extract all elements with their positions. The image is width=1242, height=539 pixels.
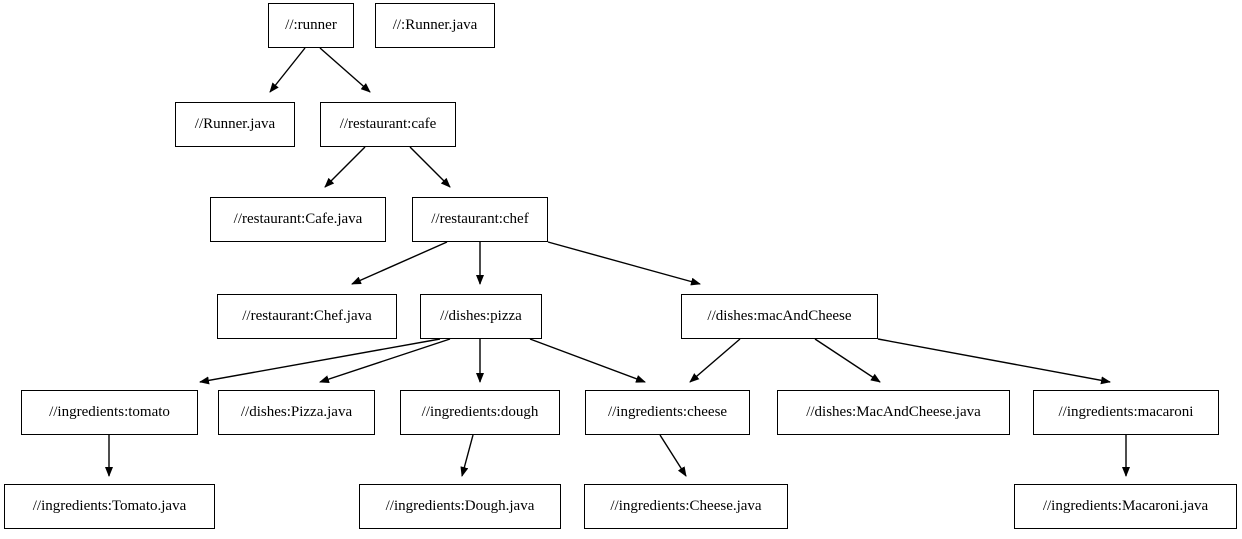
- graph-node-label: //:Runner.java: [392, 17, 478, 33]
- graph-edge-ing_cheese-to-ing_cheese_java: [659, 434, 687, 477]
- graph-node-restaurant_chef[interactable]: //restaurant:chef: [412, 197, 548, 242]
- graph-node-ing_cheese[interactable]: //ingredients:cheese: [585, 390, 750, 435]
- graph-node-dishes_pizza_java[interactable]: //dishes:Pizza.java: [218, 390, 375, 435]
- graph-node-label: //restaurant:Cafe.java: [233, 211, 363, 227]
- graph-edge-dishes_pizza-to-ing_tomato: [199, 338, 441, 385]
- graph-edge-ing_dough-to-ing_dough_java: [460, 434, 474, 477]
- graph-edge-restaurant_cafe-to-restaurant_chef: [409, 146, 451, 188]
- graph-node-label: //ingredients:macaroni: [1058, 404, 1194, 420]
- graph-node-dishes_pizza[interactable]: //dishes:pizza: [420, 294, 542, 339]
- graph-node-restaurant_cafe_java[interactable]: //restaurant:Cafe.java: [210, 197, 386, 242]
- graph-node-label: //restaurant:Chef.java: [242, 308, 372, 324]
- graph-node-dishes_macandcheese[interactable]: //dishes:macAndCheese: [681, 294, 878, 339]
- graph-node-label: //dishes:macAndCheese: [707, 308, 852, 324]
- graph-node-label: //ingredients:Cheese.java: [610, 498, 762, 514]
- graph-node-label: //:runner: [285, 17, 337, 33]
- graph-edge-dishes_macandcheese-to-ing_cheese: [689, 338, 741, 383]
- graph-node-runner_java[interactable]: //Runner.java: [175, 102, 295, 147]
- graph-node-ing_cheese_java[interactable]: //ingredients:Cheese.java: [584, 484, 788, 529]
- graph-node-label: //restaurant:cafe: [339, 116, 437, 132]
- graph-node-ing_dough[interactable]: //ingredients:dough: [400, 390, 560, 435]
- graph-node-label: //ingredients:Dough.java: [385, 498, 535, 514]
- graph-edge-dishes_macandcheese-to-ing_macaroni: [877, 338, 1111, 385]
- graph-node-restaurant_cafe[interactable]: //restaurant:cafe: [320, 102, 456, 147]
- graph-edge-dishes_pizza-to-ing_cheese: [529, 338, 646, 383]
- graph-edge-restaurant_cafe-to-restaurant_cafe_java: [324, 146, 366, 188]
- graph-node-ing_macaroni_java[interactable]: //ingredients:Macaroni.java: [1014, 484, 1237, 529]
- graph-node-label: //ingredients:tomato: [49, 404, 170, 420]
- graph-edge-restaurant_chef-to-dishes_macandcheese: [547, 241, 701, 286]
- graph-edge-dishes_macandcheese-to-dishes_macandcheese_java: [814, 338, 881, 383]
- graph-edge-dishes_pizza-to-dishes_pizza_java: [319, 338, 451, 383]
- graph-node-ing_tomato[interactable]: //ingredients:tomato: [21, 390, 198, 435]
- graph-node-runner[interactable]: //:runner: [268, 3, 354, 48]
- graph-edge-restaurant_chef-to-restaurant_chef_java: [351, 241, 448, 285]
- graph-node-label: //ingredients:cheese: [607, 404, 728, 420]
- graph-node-ing_tomato_java[interactable]: //ingredients:Tomato.java: [4, 484, 215, 529]
- graph-node-label: //Runner.java: [194, 116, 276, 132]
- graph-node-label: //ingredients:dough: [421, 404, 539, 420]
- graph-node-label: //dishes:MacAndCheese.java: [806, 404, 981, 420]
- graph-node-restaurant_chef_java[interactable]: //restaurant:Chef.java: [217, 294, 397, 339]
- graph-node-runner_java_root[interactable]: //:Runner.java: [375, 3, 495, 48]
- graph-node-label: //dishes:pizza: [440, 308, 522, 324]
- graph-node-label: //ingredients:Macaroni.java: [1042, 498, 1209, 514]
- graph-node-ing_macaroni[interactable]: //ingredients:macaroni: [1033, 390, 1219, 435]
- graph-node-ing_dough_java[interactable]: //ingredients:Dough.java: [359, 484, 561, 529]
- graph-edge-runner-to-runner_java: [269, 47, 306, 93]
- graph-edge-runner-to-restaurant_cafe: [319, 47, 371, 93]
- edges-group: [105, 47, 1130, 477]
- graph-node-label: //restaurant:chef: [431, 211, 529, 227]
- graph-node-label: //dishes:Pizza.java: [240, 404, 353, 420]
- graph-node-dishes_macandcheese_java[interactable]: //dishes:MacAndCheese.java: [777, 390, 1010, 435]
- graph-node-label: //ingredients:Tomato.java: [32, 498, 187, 514]
